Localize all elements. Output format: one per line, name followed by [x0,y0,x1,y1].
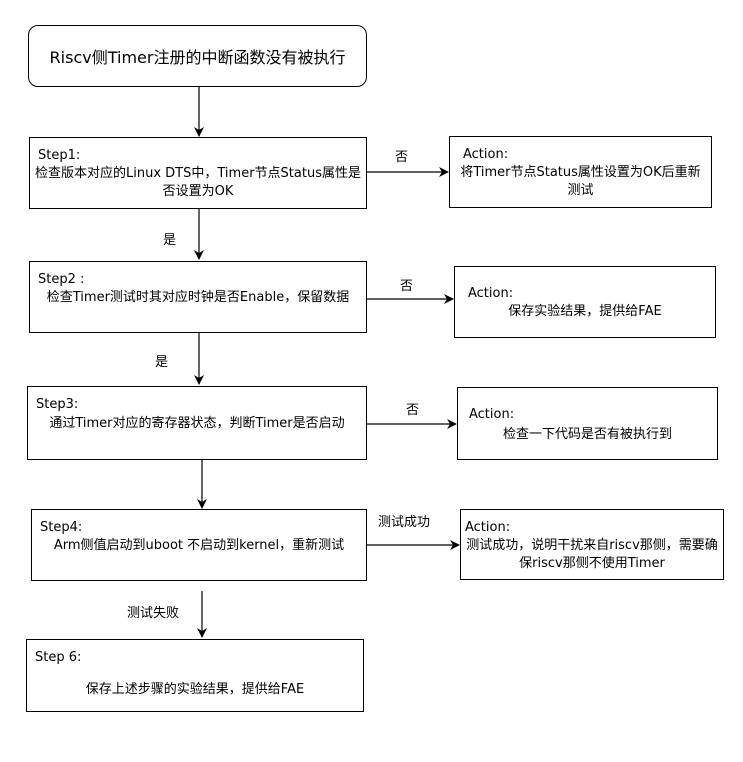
action2-box: Action: 保存实验结果，提供给FAE [454,266,716,338]
step6-text: 保存上述步骤的实验结果，提供给FAE [85,682,305,697]
step3-heading: Step3: [36,397,79,412]
step4-text: Arm侧值启动到uboot 不启动到kernel，重新测试 [53,538,345,553]
step1-heading: Step1: [38,148,81,163]
edge-label-no-3: 否 [406,403,420,418]
step6-box: Step 6: 保存上述步骤的实验结果，提供给FAE [26,639,364,712]
step2-heading: Step2 : [38,272,85,287]
action1-box: Action: 将Timer节点Status属性设置为OK后重新测试 [449,136,712,208]
step4-box: Step4: Arm侧值启动到uboot 不启动到kernel，重新测试 [31,509,367,581]
step4-heading: Step4: [40,520,83,535]
flowchart-title: Riscv侧Timer注册的中断函数没有被执行 [28,25,367,87]
step2-box: Step2 : 检查Timer测试时其对应时钟是否Enable，保留数据 [29,261,367,333]
action4-box: Action: 测试成功，说明干扰来自riscv那侧，需要确保riscv那侧不使… [460,509,724,580]
step3-box: Step3: 通过Timer对应的寄存器状态，判断Timer是否启动 [27,386,367,460]
edge-label-yes-2: 是 [155,355,169,370]
action1-text: 将Timer节点Status属性设置为OK后重新测试 [460,165,701,198]
edge-label-no-1: 否 [395,150,409,165]
step2-text: 检查Timer测试时其对应时钟是否Enable，保留数据 [46,290,350,305]
edge-label-success: 测试成功 [378,515,431,530]
step1-box: Step1: 检查版本对应的Linux DTS中，Timer节点Status属性… [29,137,367,209]
step3-text: 通过Timer对应的寄存器状态，判断Timer是否启动 [49,416,345,431]
action2-heading: Action: [468,286,514,301]
action4-heading: Action: [465,520,511,535]
step1-text: 检查版本对应的Linux DTS中，Timer节点Status属性是否设置为OK [35,166,361,199]
action3-text: 检查一下代码是否有被执行到 [502,427,672,442]
step6-heading: Step 6: [35,650,82,665]
action2-text: 保存实验结果，提供给FAE [508,304,662,319]
action1-heading: Action: [463,147,509,162]
action4-text: 测试成功，说明干扰来自riscv那侧，需要确保riscv那侧不使用Timer [466,538,718,571]
edge-label-fail: 测试失败 [127,606,180,621]
action3-box: Action: 检查一下代码是否有被执行到 [457,387,718,460]
edge-label-no-2: 否 [400,279,414,294]
edge-label-yes-1: 是 [163,233,177,248]
action3-heading: Action: [469,407,515,422]
